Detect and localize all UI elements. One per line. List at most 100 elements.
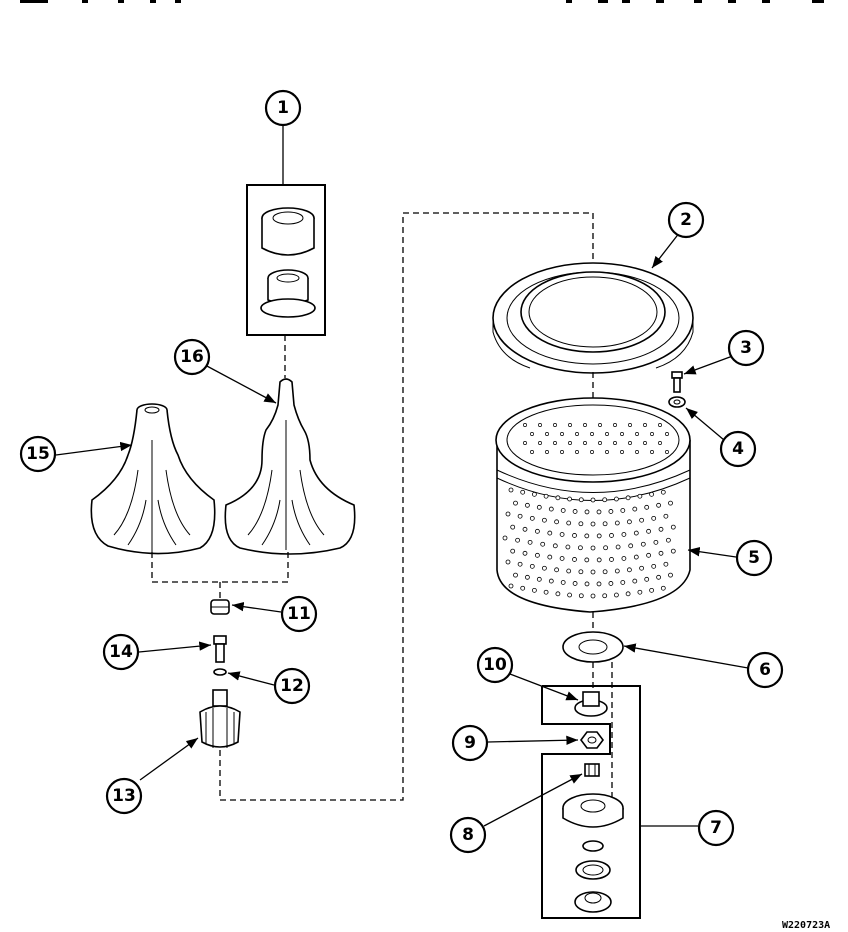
basket-hole (536, 504, 542, 510)
basket-hole (608, 581, 614, 586)
basket-floor-hole (530, 450, 534, 454)
callout-4: 4 (719, 430, 757, 468)
svg-text:14: 14 (109, 642, 133, 662)
basket-floor-hole (583, 423, 587, 427)
basket-floor-hole (523, 423, 527, 427)
basket-hole (590, 569, 596, 575)
basket-hole (567, 592, 572, 598)
part-2-tub-ring (492, 262, 694, 374)
svg-text:15: 15 (26, 444, 50, 464)
basket-hole (663, 561, 669, 567)
callout-14: 14 (102, 633, 140, 671)
basket-floor-hole (583, 441, 587, 445)
basket-hole (644, 576, 650, 582)
basket-hole (653, 539, 659, 545)
basket-hole (668, 572, 673, 578)
basket-floor-hole (560, 450, 564, 454)
basket-floor-hole (523, 441, 527, 445)
basket-hole (548, 578, 554, 584)
drawing-id: W220723A (782, 920, 830, 931)
basket-floor-hole (605, 450, 609, 454)
basket-hole (578, 545, 583, 551)
basket-hole (536, 576, 542, 582)
part-10-seal (574, 691, 608, 717)
basket-hole (590, 593, 596, 599)
basket-hole (584, 509, 590, 515)
basket-hole (637, 493, 643, 499)
basket-hole (649, 587, 654, 593)
callout-6: 6 (746, 651, 784, 689)
basket-hole (510, 524, 516, 530)
basket-floor-hole (545, 450, 549, 454)
basket-hole (535, 528, 540, 534)
part-11-nut (210, 599, 230, 615)
part-12-washer (213, 668, 227, 676)
basket-hole (578, 497, 584, 503)
part-5-wash-basket (495, 397, 691, 613)
basket-floor-hole (628, 441, 632, 445)
basket-hole (572, 533, 577, 538)
part-8-spline (584, 763, 600, 777)
basket-hole (621, 532, 627, 537)
basket-floor-hole (590, 450, 594, 454)
basket-hole (559, 556, 565, 561)
basket-hole (639, 565, 644, 571)
svg-text:8: 8 (462, 825, 474, 845)
callout-13: 13 (105, 777, 143, 815)
basket-floor-hole (613, 423, 617, 427)
svg-text:10: 10 (483, 655, 507, 675)
basket-hole (505, 511, 511, 517)
basket-floor-hole (568, 423, 572, 427)
basket-hole (520, 489, 526, 495)
basket-holes (502, 423, 676, 599)
basket-hole (525, 574, 530, 580)
basket-hole (620, 580, 626, 585)
basket-hole (559, 532, 565, 537)
callout-8: 8 (449, 816, 487, 854)
basket-hole (590, 497, 596, 503)
svg-text:5: 5 (748, 548, 760, 568)
basket-hole (508, 583, 514, 589)
basket-hole (560, 580, 566, 585)
basket-hole (532, 587, 537, 593)
basket-hole (627, 567, 632, 573)
basket-hole (578, 521, 584, 527)
basket-hole (608, 509, 614, 514)
part-16-agitator-barrel (224, 378, 356, 555)
basket-hole (651, 515, 657, 521)
basket-hole (547, 530, 553, 536)
basket-hole (633, 554, 639, 560)
part-14-bolt (213, 635, 227, 663)
basket-floor-hole (575, 432, 579, 436)
callout-2: 2 (667, 201, 705, 239)
basket-hole (639, 517, 644, 523)
header-marks (20, 0, 824, 3)
basket-hole (627, 519, 632, 525)
callout-16: 16 (173, 338, 211, 376)
svg-text:12: 12 (280, 676, 304, 696)
basket-hole (584, 533, 590, 539)
basket-floor-hole (650, 432, 654, 436)
basket-hole (628, 543, 634, 549)
basket-hole (658, 550, 664, 556)
basket-hole (614, 568, 620, 574)
basket-hole (554, 567, 559, 573)
basket-floor-hole (635, 432, 639, 436)
callout-3: 3 (727, 329, 765, 367)
svg-text:3: 3 (740, 338, 752, 358)
svg-text:11: 11 (287, 604, 311, 624)
basket-hole (525, 502, 530, 508)
basket-hole (609, 557, 614, 562)
callout-12: 12 (273, 667, 311, 705)
callout-11: 11 (280, 595, 318, 633)
basket-floor-hole (605, 432, 609, 436)
basket-hole (510, 548, 516, 554)
callout-1: 1 (264, 89, 302, 127)
basket-hole (566, 568, 572, 574)
basket-hole (584, 581, 590, 587)
basket-hole (596, 509, 602, 515)
basket-hole (651, 563, 657, 569)
basket-hole (565, 544, 571, 550)
part-7-hub-seal-kit (562, 793, 624, 913)
